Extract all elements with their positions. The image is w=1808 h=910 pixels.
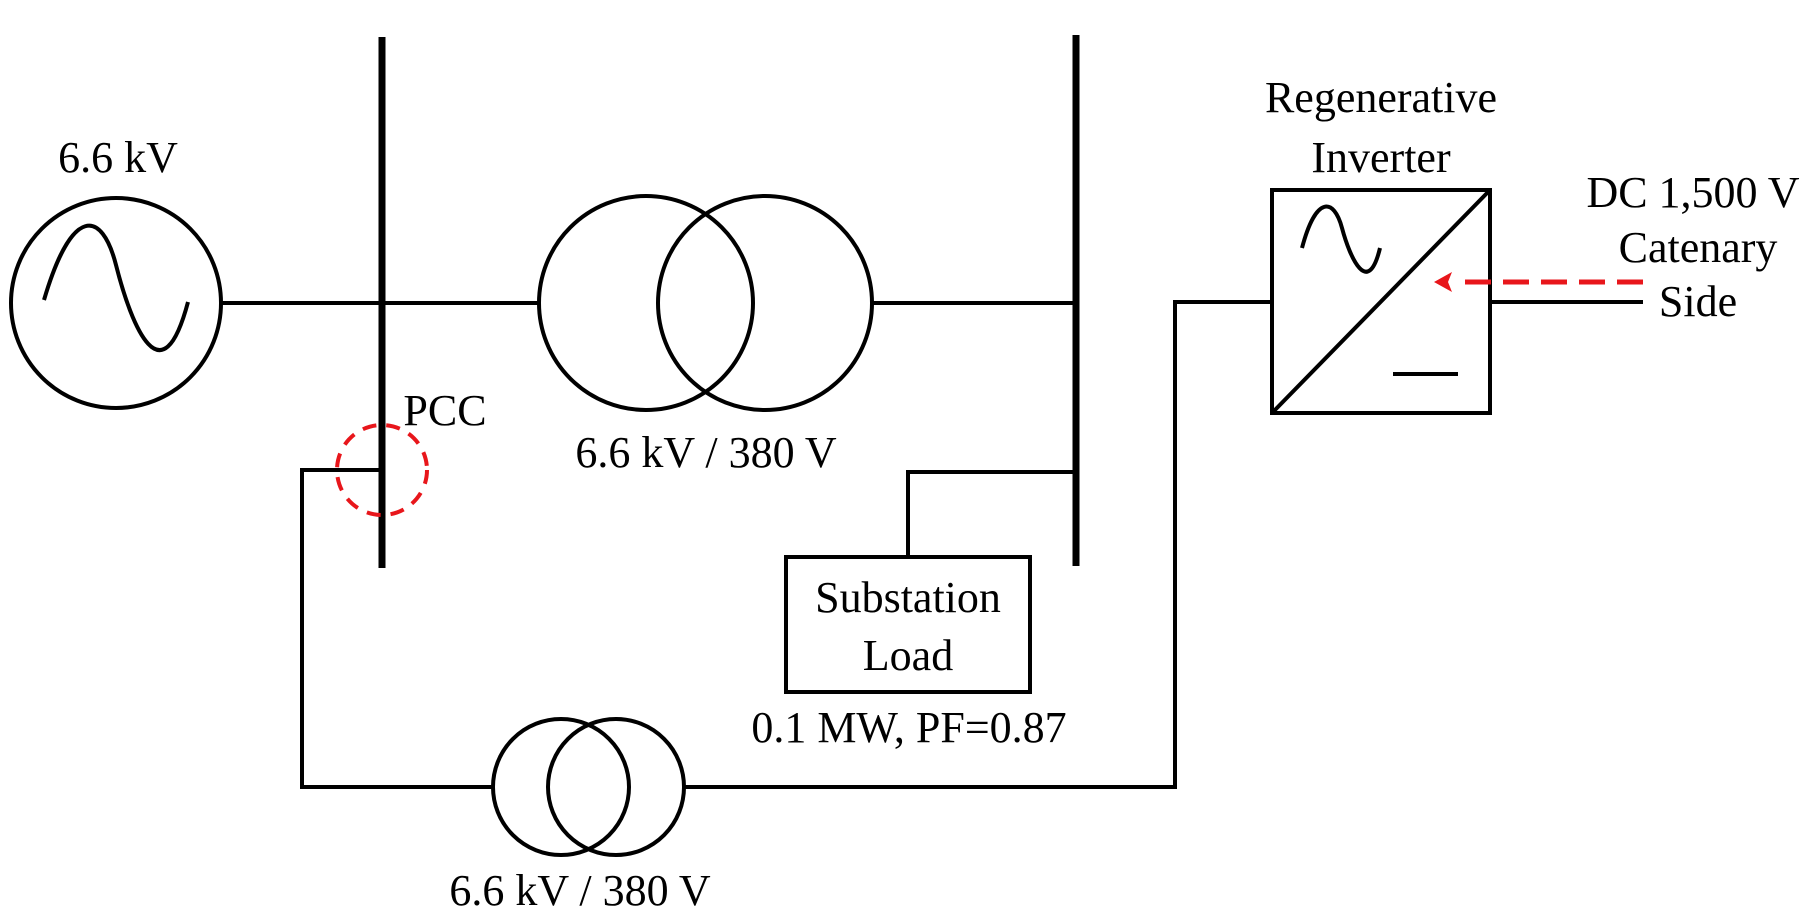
lower-feeder-left xyxy=(300,468,493,789)
ac-source xyxy=(9,196,223,410)
pcc-label: PCC xyxy=(403,386,486,435)
dc-side-line-3: Side xyxy=(1659,277,1737,326)
ac-sine-icon xyxy=(1300,204,1382,274)
pcc-marker-circle xyxy=(335,423,429,517)
transformer-secondary-winding xyxy=(656,194,874,412)
load-box-line-2: Load xyxy=(863,631,953,680)
bottom-transformer-rating: 6.6 kV / 380 V xyxy=(449,866,710,910)
power-flow-arrowhead-icon xyxy=(1434,272,1452,292)
load-box-line-1: Substation xyxy=(815,573,1001,622)
bottom-transformer-primary-winding xyxy=(491,717,631,857)
load-rating-label: 0.1 MW, PF=0.87 xyxy=(751,703,1066,752)
bottom-transformer xyxy=(491,717,686,857)
main-transformer xyxy=(537,194,874,412)
sine-wave-icon xyxy=(42,223,190,352)
substation-load-box xyxy=(784,555,1032,694)
inverter-diagonal xyxy=(1270,188,1492,415)
inverter-title-line-2: Inverter xyxy=(1311,133,1451,182)
regenerative-inverter xyxy=(1270,188,1492,415)
dc-side-line-1: DC 1,500 V xyxy=(1586,168,1799,217)
main-transformer-rating: 6.6 kV / 380 V xyxy=(575,428,836,477)
lower-feeder-right xyxy=(684,300,1272,789)
dc-side-line-2: Catenary xyxy=(1619,223,1778,272)
source-voltage-label: 6.6 kV xyxy=(58,133,178,182)
transformer-primary-winding xyxy=(537,194,755,412)
bottom-transformer-secondary-winding xyxy=(546,717,686,857)
inverter-title-line-1: Regenerative xyxy=(1265,73,1497,122)
load-feeder-line xyxy=(906,470,1076,557)
